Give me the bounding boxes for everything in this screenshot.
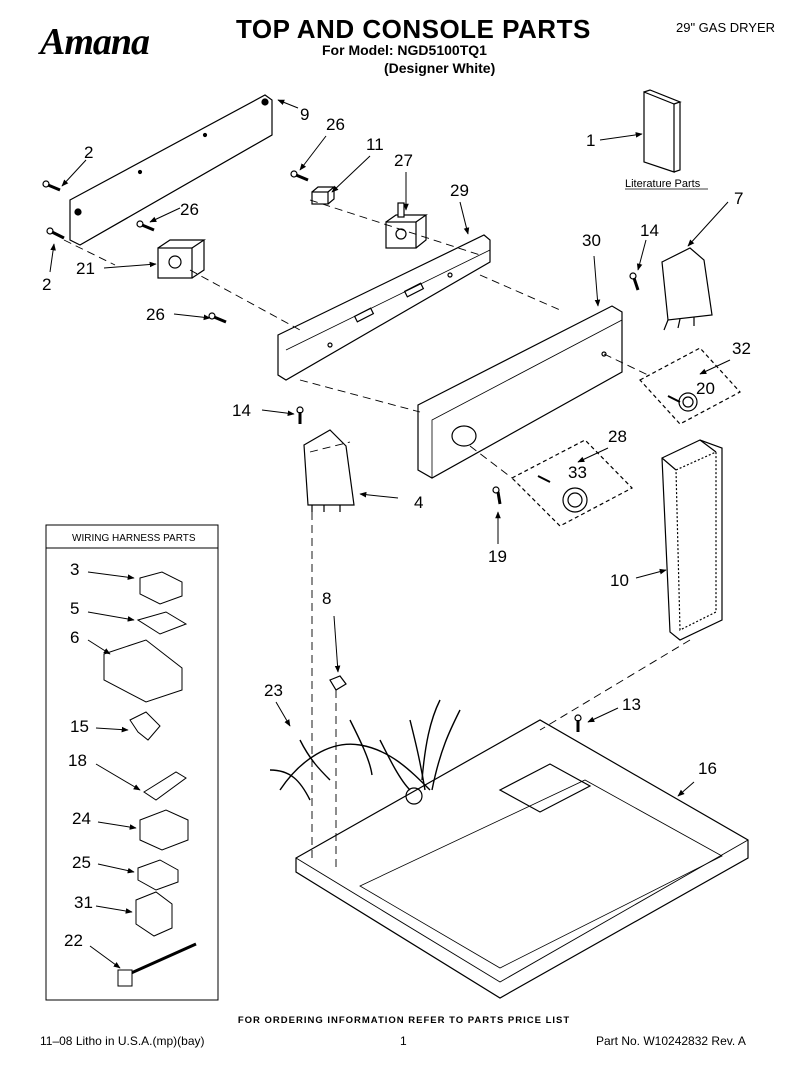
callout-26b: 26 bbox=[180, 200, 199, 219]
screw-part-13 bbox=[574, 714, 582, 732]
screw-part-26-mid bbox=[136, 220, 155, 232]
screw-part-2-upper bbox=[42, 180, 61, 192]
callout-7: 7 bbox=[734, 189, 743, 208]
knob-assembly-part-28 bbox=[510, 439, 633, 527]
harness-part-5 bbox=[136, 611, 188, 635]
callout-2a: 2 bbox=[84, 143, 93, 162]
part-number: Part No. W10242832 Rev. A bbox=[596, 1034, 746, 1048]
screw-part-14-left bbox=[296, 406, 304, 424]
callout-4: 4 bbox=[414, 493, 423, 512]
callout-31: 31 bbox=[74, 893, 93, 912]
wiring-harness-part-23 bbox=[269, 699, 461, 801]
callout-26c: 26 bbox=[146, 305, 165, 324]
color-line: (Designer White) bbox=[384, 60, 496, 76]
dryer-top-part-16 bbox=[295, 719, 749, 999]
callout-13: 13 bbox=[622, 695, 641, 714]
callout-27: 27 bbox=[394, 151, 413, 170]
amana-logo: Amana bbox=[40, 21, 150, 63]
callout-14b: 14 bbox=[232, 401, 251, 420]
console-part-30 bbox=[417, 305, 623, 479]
callout-11: 11 bbox=[366, 135, 384, 154]
end-cap-right-part-7 bbox=[661, 247, 713, 331]
lint-screen-part-10 bbox=[661, 439, 723, 641]
harness-part-3 bbox=[139, 571, 183, 605]
callout-9: 9 bbox=[300, 105, 309, 124]
screw-part-26-low bbox=[208, 312, 227, 324]
knob-part-20 bbox=[667, 392, 698, 412]
timer-part-21 bbox=[157, 239, 206, 279]
callout-14a: 14 bbox=[640, 221, 659, 240]
callout-8: 8 bbox=[322, 589, 331, 608]
harness-part-24 bbox=[139, 809, 189, 851]
callout-20: 20 bbox=[696, 379, 715, 398]
literature-label: Literature Parts bbox=[625, 178, 701, 190]
callout-18: 18 bbox=[68, 751, 87, 770]
callout-1: 1 bbox=[586, 131, 595, 150]
callout-24: 24 bbox=[72, 809, 91, 828]
callout-30: 30 bbox=[582, 231, 601, 250]
ordering-note: FOR ORDERING INFORMATION REFER TO PARTS … bbox=[237, 1015, 571, 1026]
callout-23: 23 bbox=[264, 681, 283, 700]
callout-10: 10 bbox=[610, 571, 629, 590]
wiring-harness-label: WIRING HARNESS PARTS bbox=[72, 533, 196, 544]
wiring-harness-inset bbox=[45, 524, 219, 1001]
end-cap-left-part-4 bbox=[303, 429, 355, 512]
screw-part-14-right bbox=[629, 272, 640, 291]
page-title: TOP AND CONSOLE PARTS bbox=[236, 14, 591, 44]
harness-part-18 bbox=[143, 771, 187, 801]
callout-29: 29 bbox=[450, 181, 469, 200]
callout-26a: 26 bbox=[326, 115, 345, 134]
callout-32: 32 bbox=[732, 339, 751, 358]
callout-21: 21 bbox=[76, 259, 95, 278]
harness-part-22 bbox=[117, 942, 197, 987]
callout-25: 25 bbox=[72, 853, 91, 872]
callout-16: 16 bbox=[698, 759, 717, 778]
rear-console-panel-part-9 bbox=[69, 94, 273, 246]
callout-3: 3 bbox=[70, 560, 79, 579]
callout-33: 33 bbox=[568, 463, 587, 482]
litho-line: 11–08 Litho in U.S.A.(mp)(bay) bbox=[40, 1034, 205, 1048]
product-type: 29" GAS DRYER bbox=[676, 20, 776, 35]
harness-part-31 bbox=[135, 891, 173, 937]
page-number: 1 bbox=[400, 1034, 407, 1048]
callout-6: 6 bbox=[70, 628, 79, 647]
harness-part-25 bbox=[137, 859, 179, 891]
screw-part-2-lower bbox=[46, 227, 65, 240]
screw-part-26-top bbox=[290, 170, 309, 182]
knob-assembly-part-32 bbox=[639, 347, 741, 425]
harness-part-15 bbox=[129, 711, 161, 741]
callout-5: 5 bbox=[70, 599, 79, 618]
screw-part-19 bbox=[492, 486, 502, 505]
console-bracket-part-29 bbox=[277, 234, 491, 381]
harness-part-6 bbox=[103, 639, 183, 703]
knob-part-33 bbox=[537, 475, 588, 513]
model-line: For Model: NGD5100TQ1 bbox=[322, 42, 487, 58]
callout-28: 28 bbox=[608, 427, 627, 446]
callout-19: 19 bbox=[488, 547, 507, 566]
callout-22: 22 bbox=[64, 931, 83, 950]
literature-part-1 bbox=[643, 89, 682, 173]
clip-part-8 bbox=[329, 675, 347, 691]
callout-2b: 2 bbox=[42, 275, 51, 294]
callout-15: 15 bbox=[70, 717, 89, 736]
